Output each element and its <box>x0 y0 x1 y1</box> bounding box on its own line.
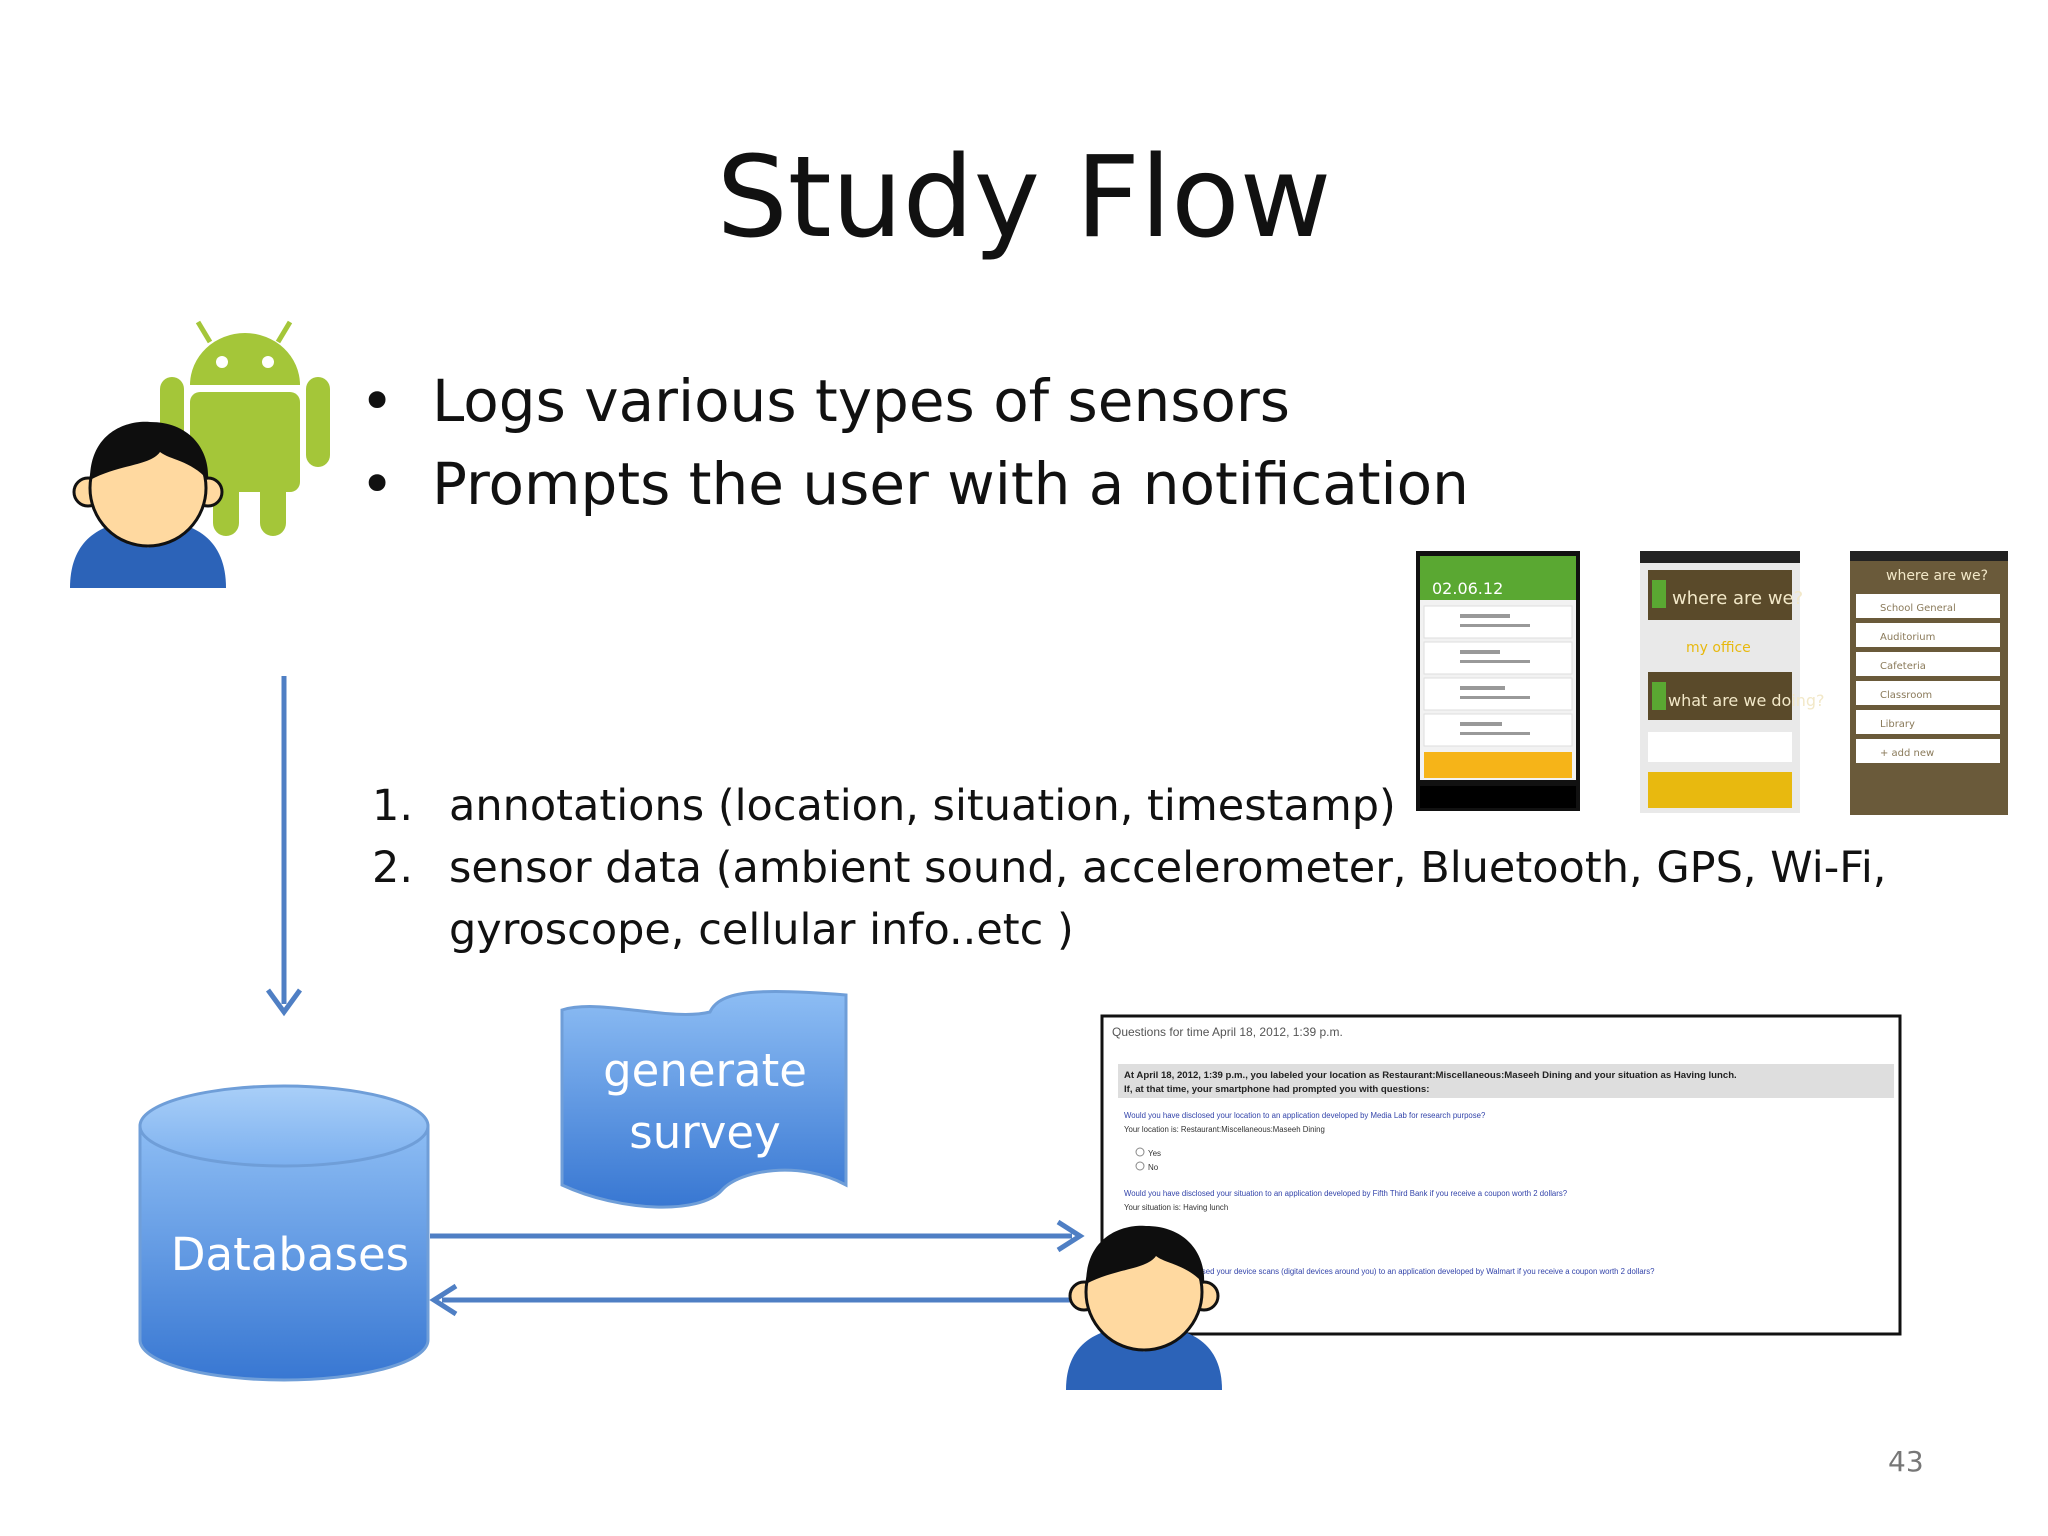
phone-date-header: 02.06.12 <box>1432 579 1503 598</box>
phone-list-item: School General <box>1880 603 1956 614</box>
survey-label-line2: survey <box>629 1106 781 1159</box>
bullet-item: •Logs various types of sensors <box>360 367 1290 435</box>
survey-question-1-detail: Your location is: Restaurant:Miscellaneo… <box>1124 1125 1325 1134</box>
item-number: 1. <box>372 781 414 831</box>
bullet-text: Logs various types of sensors <box>432 367 1290 435</box>
survey-shape <box>560 989 848 1209</box>
right-arrowhead <box>1056 1219 1085 1253</box>
item-text: annotations (location, situation, timest… <box>449 781 1396 831</box>
item-text: sensor data (ambient sound, acceleromete… <box>449 843 1887 955</box>
phone-list-item: + add new <box>1880 748 1934 759</box>
android-robot-icon <box>160 320 330 536</box>
page-number: 43 <box>1888 1445 1924 1478</box>
phone-screenshot-3: where are we? School General Auditorium … <box>1850 551 2008 815</box>
survey-question-1: Would you have disclosed your location t… <box>1124 1111 1486 1120</box>
survey-heading: Questions for time April 18, 2012, 1:39 … <box>1112 1025 1343 1039</box>
survey-option-yes: Yes <box>1148 1149 1161 1158</box>
survey-question-2-detail: Your situation is: Having lunch <box>1124 1203 1228 1212</box>
down-arrowhead <box>265 988 303 1017</box>
survey-intro2: If, at that time, your smartphone had pr… <box>1124 1084 1429 1095</box>
survey-question-2: Would you have disclosed your situation … <box>1124 1189 1568 1198</box>
numbered-item: 2. sensor data (ambient sound, accelerome… <box>372 837 1912 961</box>
survey-screenshot: Questions for time April 18, 2012, 1:39 … <box>1100 1014 1902 1336</box>
survey-question-3: Would you have disclosed your device sca… <box>1124 1267 1655 1276</box>
phone-answer-location: my office <box>1686 640 1751 656</box>
person-icon <box>1066 1225 1222 1390</box>
left-arrowhead <box>429 1283 458 1317</box>
database-label: Databases <box>170 1228 410 1281</box>
phone-list-item: Library <box>1880 719 1915 730</box>
bullet-text: Prompts the user with a notification <box>432 450 1469 518</box>
phone-list-item: Auditorium <box>1880 632 1935 643</box>
phone-list-item: Classroom <box>1880 690 1932 701</box>
phone-screenshot-2: where are we? my office what are we doin… <box>1640 551 1825 813</box>
phone-screenshot-1: 02.06.12 <box>1416 551 1580 811</box>
slide-title: Study Flow <box>716 133 1332 263</box>
phone-list-item: Cafeteria <box>1880 661 1926 672</box>
numbered-list: 1. annotations (location, situation, time… <box>372 775 1912 961</box>
survey-option-no: No <box>1148 1163 1159 1172</box>
phone-question-location: where are we? <box>1672 588 1803 609</box>
survey-intro: At April 18, 2012, 1:39 p.m., you labele… <box>1124 1070 1737 1081</box>
database-cylinder <box>138 1084 430 1382</box>
survey-shape-label: generate survey <box>560 1040 850 1164</box>
phone-list-header: where are we? <box>1886 568 1988 584</box>
numbered-item: 1. annotations (location, situation, time… <box>372 775 1912 837</box>
item-number: 2. <box>372 843 414 893</box>
person-icon <box>70 421 226 588</box>
phone-question-activity: what are we doing? <box>1668 691 1825 710</box>
survey-label-line1: generate <box>603 1044 807 1097</box>
bullet-list: •Logs various types of sensors •Prompts … <box>360 360 1469 526</box>
bullet-item: •Prompts the user with a notification <box>360 450 1469 518</box>
